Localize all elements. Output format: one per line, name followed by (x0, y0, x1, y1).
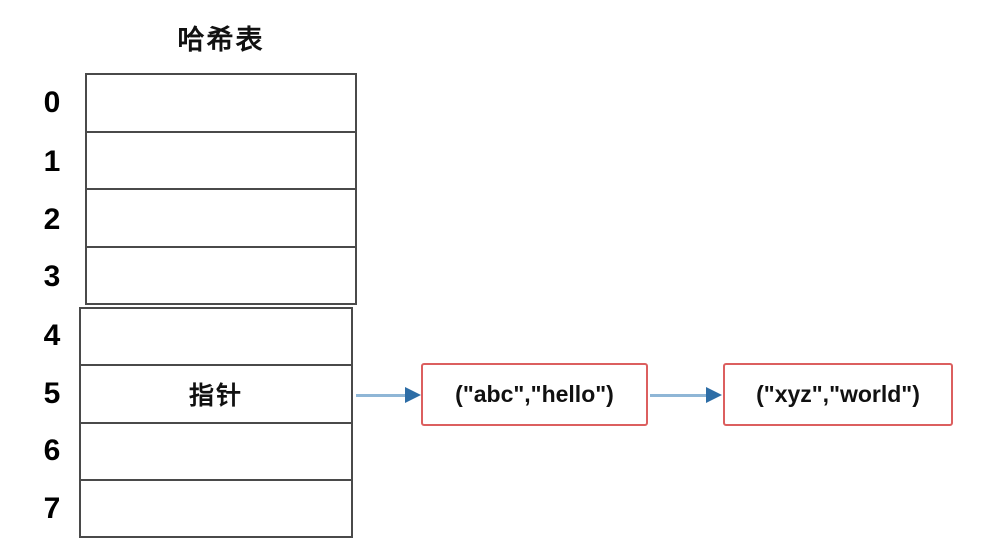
pointer-arrow-2-arrowhead-icon (706, 387, 722, 403)
hash-table-cell-0 (87, 75, 355, 133)
hash-table-cell-7 (81, 481, 351, 536)
row-index-label-1: 1 (43, 145, 61, 178)
hash-table-cell-5: 指针 (81, 366, 351, 424)
hash-table-upper-block (85, 73, 357, 305)
hash-table-cell-2 (87, 190, 355, 248)
chain-node-xyz-world: ("xyz","world") (723, 363, 953, 426)
chain-node-1-label: ("abc","hello") (455, 381, 614, 407)
pointer-cell-label: 指针 (188, 381, 243, 410)
row-index-label-4: 4 (43, 319, 61, 352)
row-index-label-2: 2 (43, 203, 61, 236)
hash-table-cell-1 (87, 133, 355, 190)
pointer-arrow-1-arrowhead-icon (405, 387, 421, 403)
pointer-arrow-2-line (650, 394, 707, 397)
diagram-title: 哈希表 (177, 25, 265, 55)
hash-table-lower-block: 指针 (79, 307, 353, 538)
hash-table-cell-6 (81, 424, 351, 481)
hash-table-cell-4 (81, 309, 351, 367)
row-index-label-3: 3 (43, 260, 61, 293)
pointer-arrow-1-line (356, 394, 406, 397)
row-index-label-6: 6 (43, 434, 61, 467)
row-index-label-0: 0 (43, 86, 61, 119)
row-index-label-5: 5 (43, 377, 61, 410)
chain-node-abc-hello: ("abc","hello") (421, 363, 648, 426)
hash-table-cell-3 (87, 248, 355, 304)
row-index-label-7: 7 (43, 492, 61, 525)
chain-node-2-label: ("xyz","world") (756, 381, 920, 407)
